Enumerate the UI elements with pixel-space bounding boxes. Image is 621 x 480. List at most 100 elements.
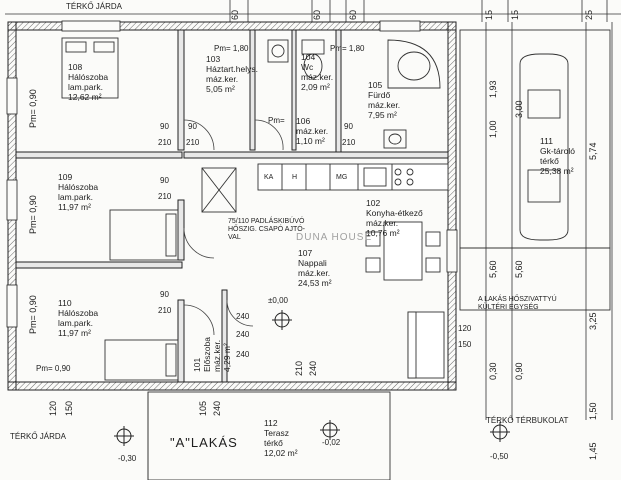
dining-table xyxy=(365,221,441,281)
bottom-dim: 150 xyxy=(64,400,74,416)
room-floor: máz.ker. xyxy=(301,72,334,82)
room-area: 25,38 m² xyxy=(540,166,574,176)
room-number: 112 xyxy=(264,418,278,428)
top-dim: 60 xyxy=(348,9,358,20)
room-area: 11,97 m² xyxy=(58,202,91,212)
bottom-dim: 240 xyxy=(212,400,222,416)
door-width: 90 xyxy=(344,122,353,131)
kitchen-counter xyxy=(257,163,449,191)
parapet-level: Pm= 1,80 xyxy=(330,44,365,53)
room-area: 2,09 m² xyxy=(301,82,330,92)
door-width: 240 xyxy=(236,350,250,359)
door-height: 210 xyxy=(342,138,356,147)
door-height: 210 xyxy=(158,306,172,315)
room-floor: lam.park. xyxy=(58,192,93,202)
room-name: Hálószoba xyxy=(58,182,99,192)
bottom-dim: 210 xyxy=(294,360,304,376)
apartment-label-box xyxy=(160,434,244,456)
room-floor: máz.ker. xyxy=(296,126,329,136)
room-name: Terasz xyxy=(264,428,290,438)
room-floor: lam.park. xyxy=(68,82,103,92)
right-dim: 0,30 xyxy=(488,362,498,380)
paving-label: TÉRKŐ TÉRBUKOLAT xyxy=(486,416,569,425)
room-number: 107 xyxy=(298,248,313,258)
room-106: 106 máz.ker. 1,10 m² xyxy=(296,116,328,146)
top-dimension-line xyxy=(5,0,621,22)
right-dim: 1,45 xyxy=(588,442,598,460)
room-floor: máz.ker. xyxy=(212,339,222,372)
room-name: Fürdő xyxy=(368,90,391,100)
top-dim: 60 xyxy=(230,9,240,20)
door-width: 90 xyxy=(188,122,197,131)
parapet-level: Pm= xyxy=(268,116,285,125)
attic-note: 75/110 PADLÁSKIBÚVÓ HŐSZIG. CSAPÓ AJTÓ- … xyxy=(228,218,306,241)
door-height: 240 xyxy=(236,330,250,339)
heat-pump-note: A LAKÁS HŐSZIVATTYÚ KÜLTÉRI EGYSÉG xyxy=(478,296,557,311)
door-width: 90 xyxy=(160,290,169,299)
level-plus-zero: ±0,00 xyxy=(268,296,288,305)
appliance-h: H xyxy=(292,174,298,181)
parapet-level: Pm= 0,90 xyxy=(28,195,38,234)
room-number: 105 xyxy=(368,80,383,90)
room-name: Nappali xyxy=(298,258,327,268)
top-dim: 60 xyxy=(312,9,322,20)
parapet-level: Pm= 0,90 xyxy=(28,89,38,128)
room-107: 107 Nappali máz.ker. 24,53 m² xyxy=(298,248,332,288)
room-109: 109 Hálószoba lam.park. 11,97 m² xyxy=(58,172,98,212)
top-dim: 25 xyxy=(584,9,594,20)
room-112: 112 Terasz térkő 12,02 m² xyxy=(264,418,298,458)
right-dim: 5,60 xyxy=(488,260,498,278)
appliance-ka: KA xyxy=(264,174,274,181)
door-width: 240 xyxy=(236,312,250,321)
room-number: 106 xyxy=(296,116,311,126)
room-number: 104 xyxy=(301,52,316,62)
room-area: 12,62 m² xyxy=(68,92,102,102)
door-width: 90 xyxy=(160,122,169,131)
door-swings xyxy=(183,119,284,336)
bottom-dim: 105 xyxy=(198,400,208,416)
room-number: 102 xyxy=(366,198,381,208)
right-dim: 5,60 xyxy=(514,260,524,278)
level-minus-050: -0,50 xyxy=(490,452,509,461)
room-area: 11,97 m² xyxy=(58,328,91,338)
parapet-level: Pm= 0,90 xyxy=(28,295,38,334)
room-area: 10,76 m² xyxy=(366,228,400,238)
right-dim: 1,50 xyxy=(588,402,598,420)
room-area: 5,05 m² xyxy=(206,84,235,94)
room-105: 105 Fürdő máz.ker. 7,95 m² xyxy=(368,80,400,120)
top-dim: 15 xyxy=(510,9,520,20)
room-floor: máz.ker. xyxy=(298,268,331,278)
room-name: Háztart.helys. xyxy=(206,64,258,74)
room-name: Gk-tároló xyxy=(540,146,575,156)
door-height: 210 xyxy=(158,192,172,201)
level-minus-002: -0,02 xyxy=(322,438,341,447)
room-floor: máz.ker. xyxy=(368,100,401,110)
parapet-level: Pm= 0,90 xyxy=(36,364,71,373)
room-area: 1,10 m² xyxy=(296,136,325,146)
room-area: 24,53 m² xyxy=(298,278,332,288)
room-number: 103 xyxy=(206,54,221,64)
room-number: 110 xyxy=(58,298,72,308)
sofa xyxy=(407,311,445,379)
room-floor: máz.ker. xyxy=(366,218,399,228)
room-name: Konyha-étkező xyxy=(366,208,423,218)
room-101: 101 Előszoba máz.ker. 4,29 m² xyxy=(192,337,232,372)
right-dimension-lines xyxy=(485,22,613,420)
door-width: 120 xyxy=(458,324,472,333)
room-number: 109 xyxy=(58,172,73,182)
right-dim: 5,74 xyxy=(588,142,598,160)
room-104: 104 Wc máz.ker. 2,09 m² xyxy=(301,52,333,92)
right-dim: 1,00 xyxy=(488,120,498,138)
room-area: 12,02 m² xyxy=(264,448,298,458)
room-number: 111 xyxy=(540,136,553,146)
right-dim: 0,90 xyxy=(514,362,524,380)
room-102: 102 Konyha-étkező máz.ker. 10,76 m² xyxy=(366,198,423,238)
right-dim: 3,25 xyxy=(588,312,598,330)
room-floor: térkő xyxy=(540,156,559,166)
beds xyxy=(61,37,179,381)
parapet-level: Pm= 1,80 xyxy=(214,44,249,53)
room-area: 4,29 m² xyxy=(222,343,232,372)
room-area: 7,95 m² xyxy=(368,110,397,120)
room-111: 111 Gk-tároló térkő 25,38 m² xyxy=(540,136,575,176)
